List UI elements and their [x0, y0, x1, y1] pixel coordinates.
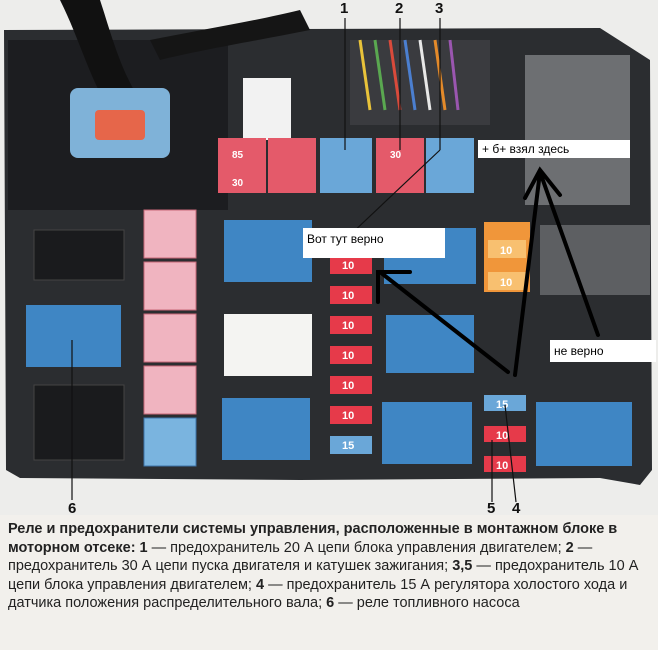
arrow-to-center-fuse: [378, 270, 510, 374]
figure-caption: Реле и предохранители системы управления…: [8, 520, 653, 613]
center-fuse-2: [330, 286, 372, 304]
fuse-top-5: [426, 138, 474, 193]
leader-lines: [71, 18, 517, 503]
cable-harness: [60, 0, 140, 110]
arrow-up-right: [538, 170, 600, 337]
center-fuse-3: [330, 316, 372, 334]
arrow-up-left: [513, 170, 542, 377]
caption-n4: 4: [256, 576, 265, 593]
cable-harness-2: [150, 10, 310, 60]
fuse-top-3: [320, 138, 372, 193]
relay-f: [536, 402, 632, 466]
gray-relay: [525, 55, 630, 205]
pink-fuse-column: [143, 209, 197, 467]
pink-fuse-4: [143, 365, 197, 415]
center-fuse-4: [330, 346, 372, 364]
blue-fuse-bottom: [143, 417, 197, 467]
center-fuse-5: [330, 376, 372, 394]
relay-6: [26, 305, 121, 367]
center-label-4: 10: [342, 350, 354, 362]
center-fuse-1: [330, 256, 372, 274]
center-fuse-column: [330, 256, 372, 454]
center-label-2: 10: [342, 290, 354, 302]
gray-relay-2: [540, 225, 650, 295]
callout-3: 3: [435, 0, 444, 17]
center-fuse-6: [330, 406, 372, 424]
small-red-fuse-2: [484, 456, 526, 472]
caption-intro: Реле и предохранители системы управления…: [8, 521, 618, 556]
connector-left-bottom: [33, 384, 125, 461]
small-blue-fuse: [484, 395, 526, 411]
small-red-label-1: 10: [496, 430, 508, 442]
note-took-here: + б+ взял здесь: [478, 140, 630, 158]
annotation-arrows: [376, 166, 600, 377]
note-right-here: Вот тут верно: [303, 228, 445, 258]
caption-p35: — предохранитель 10 А цепи блока управле…: [8, 558, 639, 593]
small-blue-label: 15: [496, 399, 508, 411]
caption-n6: 6: [326, 595, 335, 612]
fuse-top-1: [218, 138, 266, 193]
note-not-right: не верно: [550, 340, 656, 362]
fuse-label-30a: 30: [232, 178, 244, 189]
center-label-1: 10: [342, 260, 354, 272]
white-connector: [243, 78, 291, 140]
callout-1: 1: [340, 0, 349, 17]
arrow-head-center: [376, 270, 412, 304]
orange-fuse-1: [488, 240, 526, 258]
relays: [26, 220, 632, 466]
orange-fuse-2: [488, 272, 526, 290]
small-red-fuse-1: [484, 426, 526, 442]
caption-p4: — предохранитель 15 А регулятора холосто…: [8, 576, 628, 612]
caption-p2: — предохранитель 30 А цепи пуска двигате…: [8, 539, 593, 575]
relay-e: [382, 402, 472, 464]
relay-a: [224, 220, 312, 282]
pink-fuse-1: [143, 209, 197, 259]
center-label-3: 10: [342, 320, 354, 332]
fuse-label-85: 85: [232, 150, 244, 161]
arrow-head-top: [523, 166, 562, 200]
center-label-6: 10: [342, 410, 354, 422]
caption-n35: 3,5: [452, 558, 473, 575]
wire-connector: [350, 40, 490, 125]
callout-4: 4: [512, 500, 521, 517]
pink-fuse-3: [143, 313, 197, 363]
orange-label-2: 10: [500, 277, 512, 289]
callout-5: 5: [487, 500, 496, 517]
fuse-top-2: [268, 138, 316, 193]
top-fuse-row: [218, 138, 474, 193]
maxi-fuse-element: [95, 110, 145, 140]
center-fuse-7: [330, 436, 372, 454]
relay-d: [386, 315, 474, 373]
connector-left-top: [33, 229, 125, 281]
relay-b: [222, 398, 310, 460]
callout-6: 6: [68, 500, 77, 517]
small-red-label-2: 10: [496, 460, 508, 472]
center-label-5: 10: [342, 380, 354, 392]
pink-fuse-2: [143, 261, 197, 311]
caption-n2: 2: [565, 539, 574, 556]
caption-p6: — реле топливного насоса: [334, 595, 520, 612]
fuse-label-30b: 30: [390, 150, 402, 161]
orange-label-1: 10: [500, 245, 512, 257]
callout-2: 2: [395, 0, 404, 17]
white-relay: [224, 314, 312, 376]
caption-p1: — предохранитель 20 А цепи блока управле…: [147, 539, 566, 556]
center-label-7: 15: [342, 440, 354, 452]
